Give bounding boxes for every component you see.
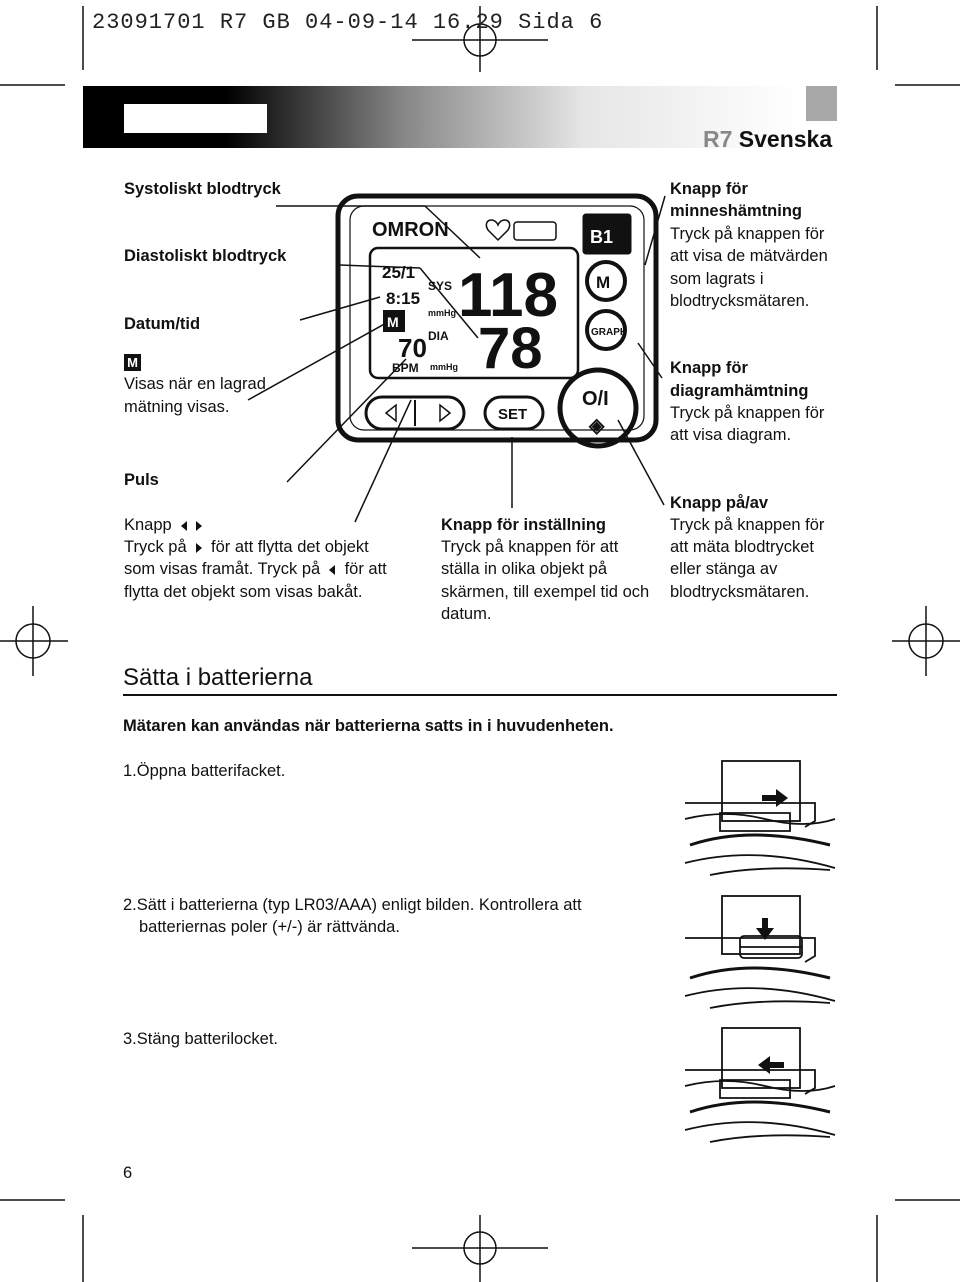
lcd-dia-value: 78: [478, 316, 543, 381]
left-arrow-icon: [180, 520, 187, 531]
b1-button-label: B1: [590, 227, 613, 247]
lcd-time: 8:15: [386, 289, 420, 308]
step-1: 1.Öppna batterifacket.: [123, 762, 286, 780]
battery-close-illustration: [684, 1027, 836, 1143]
mem-title-2: minneshämtning: [670, 202, 803, 220]
graph-desc-2: att visa diagram.: [670, 426, 792, 444]
lcd-date: 25/1: [382, 263, 415, 282]
step-2-cont: batteriernas poler (+/-) är rättvända.: [139, 918, 400, 936]
lcd-dia-label: DIA: [428, 329, 449, 343]
label-diastolic: Diastoliskt blodtryck: [124, 247, 287, 265]
lcd-unit-2: mmHg: [430, 362, 458, 372]
mem-desc-2: att visa de mätvärden: [670, 247, 828, 265]
set-desc-2: ställa in olika objekt på: [441, 560, 608, 578]
arrow-desc-line3: flytta det objekt som visas bakåt.: [124, 583, 363, 601]
set-desc-3: skärmen, till exempel tid och: [441, 583, 650, 601]
memory-desc-2: mätning visas.: [124, 398, 230, 416]
lcd-unit-1: mmHg: [428, 308, 456, 318]
page-number: 6: [123, 1164, 133, 1182]
graph-title-2: diagramhämtning: [670, 382, 809, 400]
svg-text:M: M: [387, 314, 399, 330]
device-illustration: OMRON B1 M GRAPH O/I ◈ SET 25/1 8:15 SYS…: [247, 193, 666, 523]
page-heading: R7 Svenska: [703, 126, 833, 152]
right-arrow-icon: [195, 542, 202, 553]
left-arrow-icon: [329, 564, 336, 575]
mem-desc-4: blodtrycksmätaren.: [670, 292, 810, 310]
svg-text:◈: ◈: [588, 415, 605, 437]
label-datetime: Datum/tid: [124, 315, 201, 333]
label-pulse: Puls: [124, 471, 159, 489]
mem-desc-3: som lagrats i: [670, 270, 764, 288]
label-systolic: Systoliskt blodtryck: [124, 180, 281, 198]
header-white-box: [124, 104, 267, 133]
set-desc-4: datum.: [441, 605, 492, 623]
lcd-sys-label: SYS: [428, 279, 452, 293]
mem-desc-1: Tryck på knappen för: [670, 225, 825, 243]
graph-button-label: GRAPH: [591, 327, 627, 338]
battery-open-illustration: [684, 760, 836, 876]
lcd-sys-value: 118: [458, 261, 558, 330]
set-desc-1: Tryck på knappen för att: [441, 538, 619, 556]
arrow-button-title: Knapp: [124, 514, 203, 537]
section-intro: Mätaren kan användas när batterierna sat…: [123, 717, 614, 735]
step-2: 2.Sätt i batterierna (typ LR03/AAA) enli…: [123, 896, 582, 914]
section-rule: [123, 694, 837, 696]
lcd-pulse-value: 70: [398, 333, 427, 363]
set-button-label: SET: [498, 406, 527, 423]
memory-icon: M: [124, 354, 141, 372]
m-button-label: M: [596, 273, 610, 292]
graph-desc-1: Tryck på knappen för: [670, 404, 825, 422]
power-button-label: O/I: [582, 388, 609, 410]
memory-desc-1: Visas när en lagrad: [124, 375, 266, 393]
arrow-desc-line1: Tryck på för att flytta det objekt: [124, 538, 369, 556]
power-desc-1: Tryck på knappen för: [670, 516, 825, 534]
mem-title-1: Knapp för: [670, 180, 748, 198]
power-desc-4: blodtrycksmätaren.: [670, 583, 810, 601]
right-arrow-icon: [196, 520, 203, 531]
power-desc-2: att mäta blodtrycket: [670, 538, 814, 556]
brand-logo: OMRON: [372, 219, 449, 241]
lcd-bpm-label: BPM: [392, 361, 419, 375]
battery-insert-illustration: [684, 895, 836, 1009]
set-title: Knapp för inställning: [441, 516, 606, 534]
section-title: Sätta i batterierna: [123, 664, 313, 691]
header-gray-tab: [806, 86, 837, 121]
print-slug: 23091701 R7 GB 04-09-14 16.29 Sida 6: [92, 10, 604, 35]
arrow-desc-line2: som visas framåt. Tryck på för att: [124, 560, 387, 578]
graph-title-1: Knapp för: [670, 359, 748, 377]
power-title: Knapp på/av: [670, 494, 769, 512]
power-desc-3: eller stänga av: [670, 560, 778, 578]
step-3: 3.Stäng batterilocket.: [123, 1030, 279, 1048]
